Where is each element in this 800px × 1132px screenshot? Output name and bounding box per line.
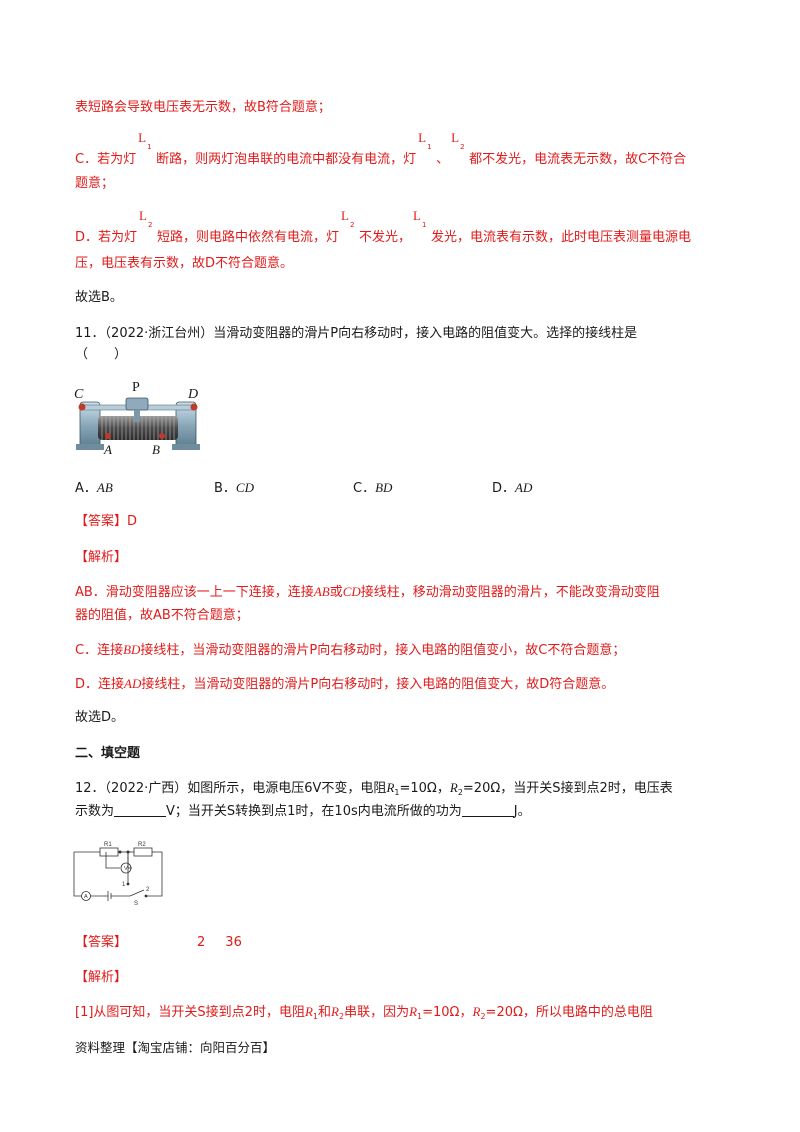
r2-label: R2 <box>138 842 146 848</box>
analysis-line-3: C．连接BD接线柱，当滑动变阻器的滑片P向右移动时，接入电路的阻值变小，故C不符… <box>75 642 626 658</box>
section-heading: 二、填空题 <box>75 746 141 761</box>
terminal-c-label: C <box>74 387 84 402</box>
terminal-b-label: B <box>152 442 160 456</box>
text-line: 表短路会导致电压表无示数，故B符合题意； <box>75 100 331 115</box>
voltmeter-label: V <box>124 866 128 872</box>
text-line: 压，电压表有示数，故D不符合题意。 <box>75 256 294 271</box>
conclusion-text: 故选B。 <box>75 290 123 305</box>
terminal-d-label: D <box>187 387 198 402</box>
analysis-line-4: D．连接AD接线柱，当滑动变阻器的滑片P向右移动时，接入电路的阻值变大，故D符合… <box>75 676 615 692</box>
contact-1-label: 1 <box>122 882 126 888</box>
option-c: C．BD <box>353 480 393 496</box>
switch-label: S <box>134 901 138 907</box>
page-footer: 资料整理【淘宝店铺：向阳百分百】 <box>75 1040 276 1055</box>
answer-blank[interactable] <box>114 803 167 817</box>
question-12-stem: 12．（2022·广西）如图所示，电源电压6V不变，电阻R1=10Ω，R2=20… <box>75 780 673 797</box>
option-a: A．AB <box>75 480 113 496</box>
question-11-bracket: （ ） <box>75 347 128 362</box>
conclusion-text: 故选D。 <box>75 710 125 725</box>
analysis-label: 【解析】 <box>75 970 128 985</box>
analysis-line-1: [1]从图可知，当开关S接到点2时，电阻R1和R2串联，因为R1=10Ω，R2=… <box>75 1004 653 1021</box>
option-b: B．CD <box>214 480 254 496</box>
ammeter-label: A <box>84 894 88 900</box>
rheostat-figure: C P D A B <box>74 380 200 456</box>
analysis-line-1: AB．滑动变阻器应该一上一下连接，连接AB或CD接线柱，移动滑动变阻器的滑片，不… <box>75 584 660 600</box>
answer-line: 【答案】D <box>75 514 138 529</box>
question-11-stem: 11．（2022·浙江台州）当滑动变阻器的滑片P向右移动时，接入电路的阻值变大。… <box>75 326 638 341</box>
analysis-line-2: 器的阻值，故AB不符合题意； <box>75 608 249 623</box>
analysis-label: 【解析】 <box>75 550 128 565</box>
circuit-diagram: R1 R2 V A 1 2 S <box>73 842 163 907</box>
r1-label: R1 <box>104 842 112 848</box>
option-d: D．AD <box>492 480 533 496</box>
terminal-a-label: A <box>103 442 112 456</box>
slider-p-label: P <box>132 380 140 395</box>
answer-blank[interactable] <box>461 803 514 817</box>
contact-2-label: 2 <box>146 887 150 893</box>
text-line: 题意； <box>75 176 115 191</box>
